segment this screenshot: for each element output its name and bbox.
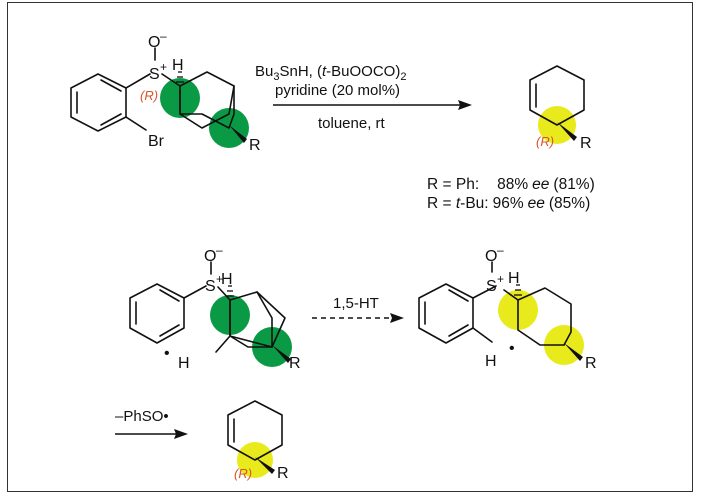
benzene-ring: [70, 73, 127, 132]
radical-oxygen: O: [485, 248, 497, 265]
cyclohexane-ring-lower: [179, 85, 235, 129]
final-wedge-bond: [255, 457, 275, 474]
intermediate-oxygen: O: [204, 248, 216, 265]
reaction-conditions: toluene, rt: [318, 115, 386, 132]
hydrogen-atom: H: [172, 57, 184, 74]
radical-aryl-h-bond: [472, 327, 493, 343]
reactant-1-molecule: O – S + H (R) Br R: [70, 29, 261, 154]
oxygen-atom: O: [148, 34, 160, 51]
intermediate-s-ring-bond: [217, 286, 231, 301]
radical-hashed-bond: [514, 284, 522, 296]
elimination-label: –PhSO•: [115, 408, 169, 425]
final-stereo-label: (R): [234, 466, 252, 481]
elimination-arrow: [115, 429, 188, 439]
reagent-line-1: Bu3SnH, (t-BuOOCO)2: [255, 63, 406, 83]
intermediate-benzene: [129, 283, 185, 344]
reaction-arrow-1: [273, 100, 472, 110]
radical-aryl-s-bond: [472, 285, 497, 299]
intermediate-sulfur-charge: +: [216, 272, 223, 286]
aryl-s-bond: [125, 73, 151, 89]
oxygen-charge: –: [160, 29, 167, 43]
cyclohexane-ring: [179, 71, 235, 129]
product-1-molecule: (R) R: [529, 65, 592, 152]
result-row-tbu: R = t-Bu:96%ee(85%): [427, 195, 590, 212]
radical-substituent-r: R: [585, 355, 597, 372]
c-br-bond: [125, 116, 147, 131]
hat-arrow: [312, 313, 404, 323]
substituent-r: R: [249, 137, 261, 154]
sulfur-charge: +: [160, 60, 167, 74]
wedge-bond: [229, 125, 247, 143]
intermediate-wedge-bond: [272, 345, 291, 363]
intermediate-hydrogen-bottom: H: [178, 355, 190, 372]
radical-oxygen-charge: –: [497, 243, 504, 257]
reagent-line-2: pyridine (20 mol%): [275, 82, 400, 99]
radical-s-ring-bond: [503, 289, 519, 301]
intermediate-aryl-s-bond: [183, 285, 207, 299]
product-substituent-r: R: [580, 135, 592, 152]
benzene-inner-double-2: [100, 79, 122, 92]
product-stereo-label: (R): [536, 134, 554, 149]
hashed-bond: [176, 71, 184, 83]
intermediate-radical-dot: •: [164, 345, 170, 362]
final-substituent-r: R: [277, 465, 289, 482]
intermediate-sulfur: S: [205, 278, 216, 295]
aryl-radical-intermediate: • O – S + H H R: [129, 243, 301, 372]
intermediate-ch-bond: [215, 335, 231, 353]
radical-wedge-bond: [564, 343, 583, 361]
scheme-frame: [7, 2, 693, 492]
radical-benzene: [418, 283, 474, 344]
radical-dot: •: [509, 340, 515, 357]
stereo-label: (R): [140, 88, 158, 103]
result-row-ph: R = Ph:88%ee(81%): [427, 176, 595, 193]
cyclohexene-ring: [529, 65, 585, 126]
intermediate-substituent-r: R: [289, 355, 301, 372]
intermediate-oxygen-charge: –: [216, 243, 223, 257]
intermediate-hydrogen-top: H: [221, 271, 233, 288]
radical-hydrogen-bottom: H: [485, 353, 497, 370]
product-wedge-bond: [557, 122, 577, 141]
bromine-atom: Br: [148, 133, 165, 150]
final-product-molecule: (R) R: [227, 400, 289, 482]
alkyl-radical-intermediate: O – S + H H • R: [418, 243, 597, 372]
s-ring-bond: [161, 73, 181, 87]
final-cyclohexene-ring: [227, 400, 283, 461]
hat-label: 1,5-HT: [333, 295, 379, 312]
radical-sulfur-charge: +: [497, 272, 504, 286]
intermediate-hashed-bond: [226, 285, 234, 297]
radical-hydrogen-top: H: [508, 270, 520, 287]
radical-sulfur: S: [486, 278, 497, 295]
benzene-inner-double-3: [100, 113, 122, 126]
sulfur-atom: S: [149, 66, 160, 83]
